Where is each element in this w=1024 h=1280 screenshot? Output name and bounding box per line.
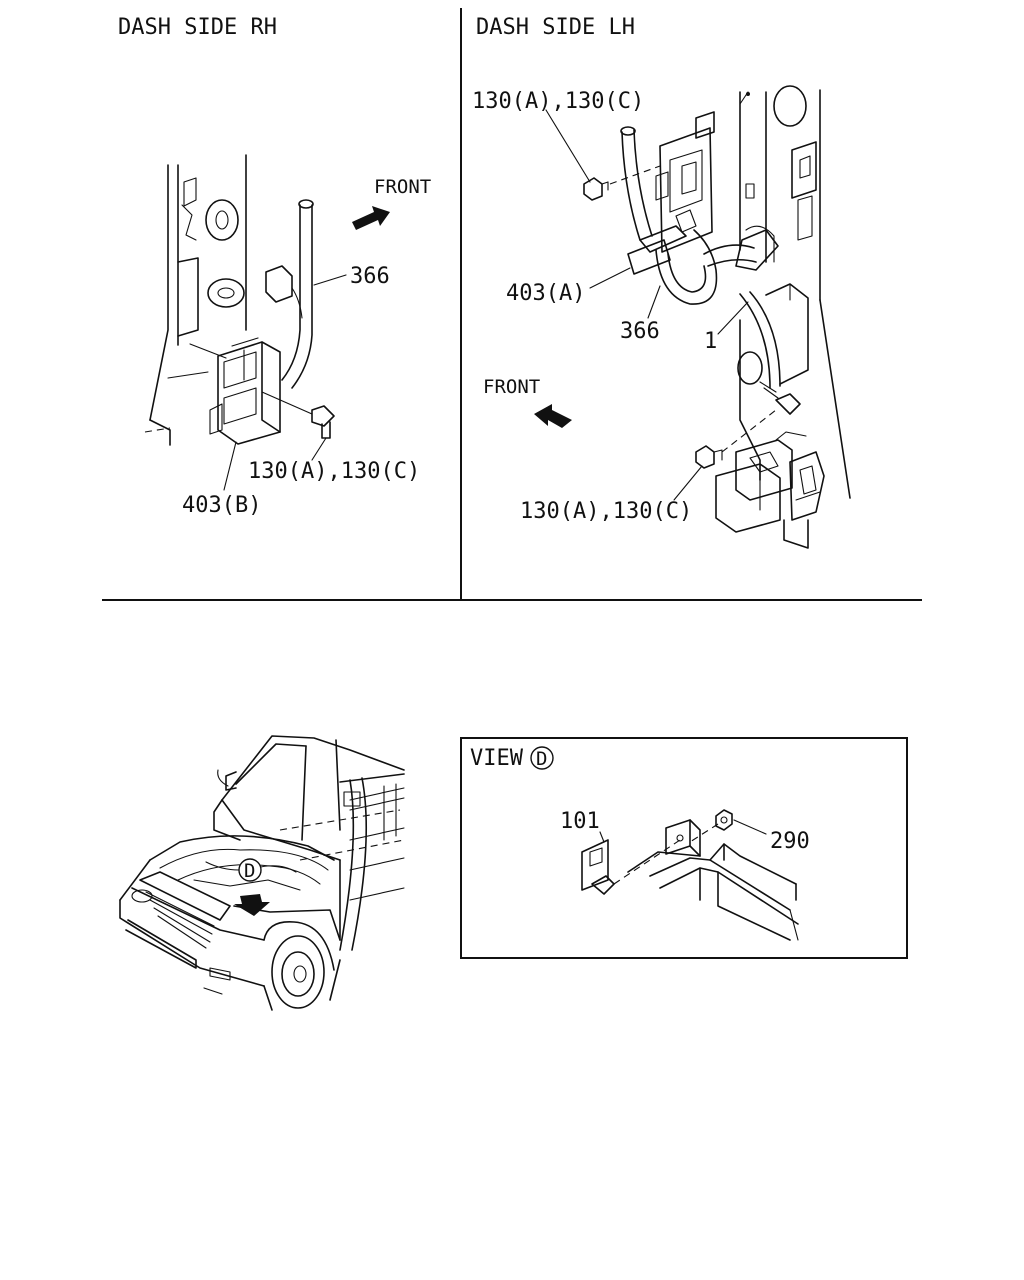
lh-callout-1: 1 <box>704 329 717 354</box>
lh-body-panel <box>737 85 851 499</box>
lh-connector-block <box>715 431 825 549</box>
lh-front-indicator: FRONT <box>483 376 572 428</box>
lh-callout-130-upper: 130(A),130(C) <box>472 89 644 114</box>
panel-vehicle-overview: D <box>119 735 405 1011</box>
lh-harness <box>620 126 781 399</box>
lh-front-label: FRONT <box>483 376 540 398</box>
lh-callout-366: 366 <box>620 319 660 344</box>
lh-bolt-lower <box>695 409 777 469</box>
rh-callout-130: 130(A),130(C) <box>248 459 420 484</box>
rh-callout-366: 366 <box>350 264 390 289</box>
panel-view-d: VIEW D <box>460 737 908 959</box>
lh-title: DASH SIDE LH <box>476 15 635 40</box>
lh-bolt-upper <box>583 165 661 201</box>
rh-title: DASH SIDE RH <box>118 15 277 40</box>
lh-upper-bracket <box>627 91 750 275</box>
view-d-frame-member <box>627 819 799 941</box>
view-marker-circle <box>238 858 262 882</box>
vehicle-view-marker: D <box>244 860 255 882</box>
rh-clip-403b <box>189 337 281 445</box>
down-arrow-icon <box>234 894 270 916</box>
rh-bolt-130 <box>261 391 335 439</box>
view-d-callout-101: 101 <box>560 809 600 834</box>
view-d-bracket-101 <box>581 839 681 895</box>
rh-harness <box>265 199 314 389</box>
view-d-title-marker: D <box>536 748 547 770</box>
view-d-title-marker-circle <box>530 746 554 770</box>
view-d-title: VIEW <box>470 746 524 771</box>
rh-callout-403b: 403(B) <box>182 493 261 518</box>
panel-dividers <box>102 8 922 601</box>
view-d-frame <box>460 737 908 959</box>
front-arrow-icon <box>534 404 572 428</box>
lh-callout-130-lower: 130(A),130(C) <box>520 499 692 524</box>
panel-dash-side-lh: DASH SIDE LH <box>472 15 851 549</box>
panel-dash-side-rh: DASH SIDE RH <box>118 15 431 518</box>
view-d-callout-290: 290 <box>770 829 810 854</box>
rh-body-panel <box>144 154 247 446</box>
rh-front-label: FRONT <box>374 176 431 198</box>
front-arrow-icon <box>352 206 390 230</box>
rh-front-indicator: FRONT <box>352 176 431 230</box>
view-d-nut-290 <box>689 809 733 843</box>
view-d-marker: D <box>234 858 270 916</box>
lh-callout-403a: 403(A) <box>506 281 585 306</box>
